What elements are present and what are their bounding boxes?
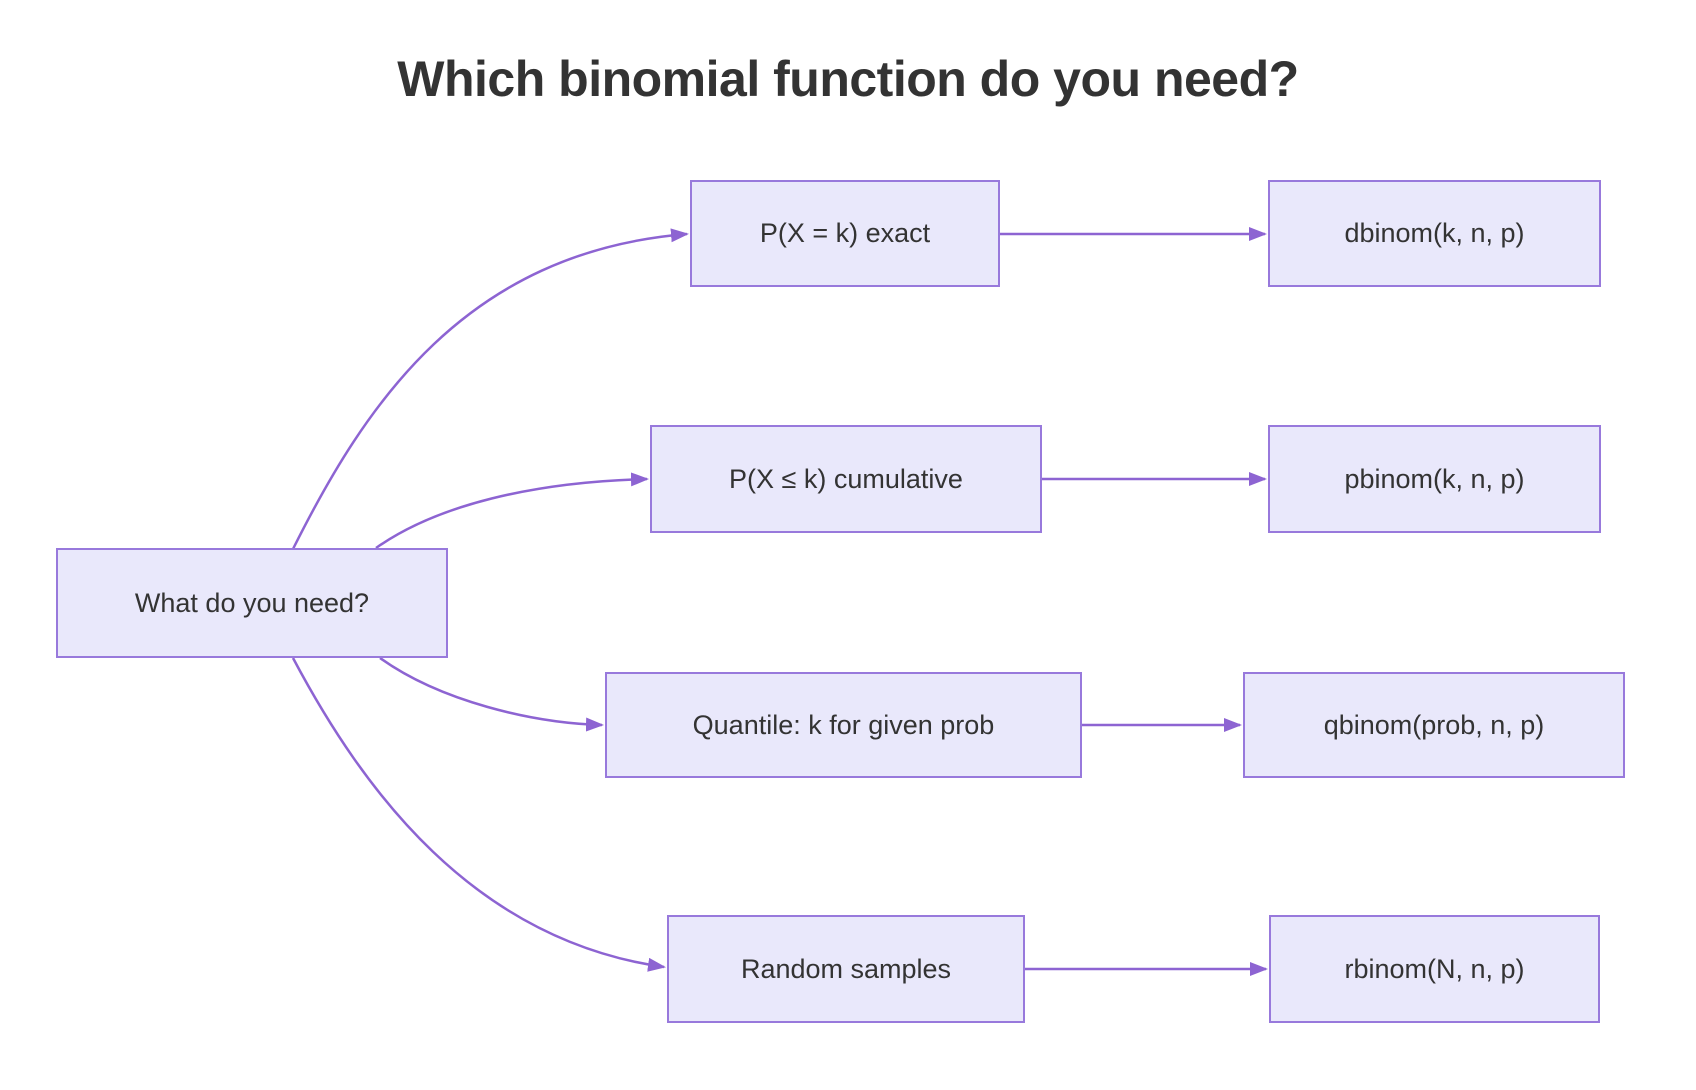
node-need-random: Random samples bbox=[667, 915, 1025, 1023]
node-need-quantile: Quantile: k for given prob bbox=[605, 672, 1082, 778]
node-function-qbinom: qbinom(prob, n, p) bbox=[1243, 672, 1625, 778]
node-need-exact: P(X = k) exact bbox=[690, 180, 1000, 287]
node-function-pbinom: pbinom(k, n, p) bbox=[1268, 425, 1601, 533]
edge-root-to-cumulative bbox=[375, 472, 649, 550]
diagram-title: Which binomial function do you need? bbox=[397, 51, 1299, 107]
edge-root-to-random bbox=[291, 657, 666, 972]
edge-root-to-quantile bbox=[379, 656, 604, 732]
node-function-rbinom: rbinom(N, n, p) bbox=[1269, 915, 1600, 1023]
node-function-dbinom: dbinom(k, n, p) bbox=[1268, 180, 1601, 287]
edge-root-to-exact bbox=[291, 228, 689, 550]
node-root-question: What do you need? bbox=[56, 548, 448, 658]
node-need-cumulative: P(X ≤ k) cumulative bbox=[650, 425, 1042, 533]
